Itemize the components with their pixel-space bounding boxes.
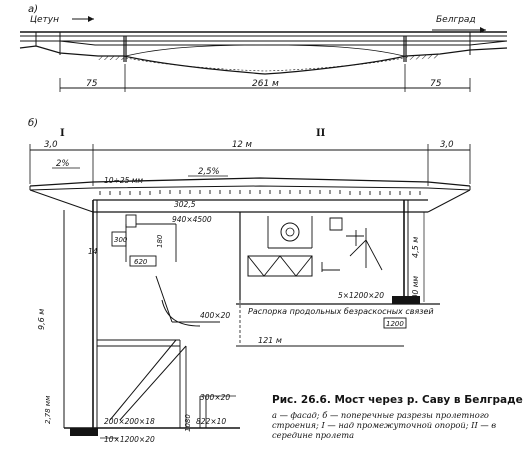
orthotropic-deck: 302,5 bbox=[29, 177, 471, 213]
slope-left-label: 2% bbox=[56, 159, 70, 169]
right-section-details: 4,5 м 100 мм 5×1200×20 Распорка продольн… bbox=[236, 212, 440, 347]
main-girders bbox=[63, 200, 409, 428]
right-city-label: Белград bbox=[436, 15, 476, 25]
dim-1200-label: 1200 bbox=[386, 320, 404, 328]
left-direction-arrowhead bbox=[88, 16, 94, 22]
box-300-label: 300 bbox=[114, 236, 128, 244]
caption-description: а — фасад; б — поперечные разрезы пролет… bbox=[272, 410, 497, 440]
dim-200x200x18-label: 200×200×18 bbox=[104, 417, 155, 426]
caption-title: Рис. 26.6. Мост через р. Саву в Белграде bbox=[272, 394, 523, 406]
deck-plate-note: 10÷25 мм bbox=[104, 176, 143, 185]
dim-1080-label: 1080 bbox=[184, 414, 192, 432]
cross-sections: б) I II 3,0 12 м 3,0 2% 2,5% 10÷25 мм bbox=[28, 117, 471, 444]
span-right-dimension: 75 bbox=[430, 79, 442, 89]
dim-300x20-label: 300×20 bbox=[200, 393, 230, 402]
dim-100mm-label: 100 мм bbox=[411, 276, 420, 304]
dim-45m-label: 4,5 м bbox=[411, 237, 420, 258]
section-one-label: I bbox=[60, 128, 65, 139]
pipe-circle bbox=[280, 222, 300, 242]
left-cantilever-dimension: 3,0 bbox=[44, 140, 58, 150]
bottom-bracing: 400×20 300×20 822×10 1080 200×200×18 10×… bbox=[64, 275, 240, 444]
facade-panel-label: а) bbox=[28, 4, 38, 15]
deck-width-dimension: 3,0 12 м 3,0 bbox=[29, 140, 471, 186]
bearing-block-left bbox=[70, 428, 98, 436]
dim-96m-label: 9,6 м bbox=[37, 309, 46, 330]
bracing-note-text: Распорка продольных безраскосных связей bbox=[248, 307, 434, 316]
dim-14-label: 14 bbox=[88, 247, 98, 256]
right-cantilever-dimension: 3,0 bbox=[440, 140, 454, 150]
deck-width-label: 12 м bbox=[232, 140, 253, 150]
box-620-label: 620 bbox=[134, 258, 148, 266]
plate-5x1200-label: 5×1200×20 bbox=[338, 291, 384, 300]
facade-span-dimensions: 75 261 м 75 bbox=[59, 64, 471, 92]
dim-302-label: 302,5 bbox=[174, 200, 196, 209]
rib-section-label: 940×4500 bbox=[172, 215, 212, 224]
dim-121m-label: 121 м bbox=[258, 336, 282, 345]
facade-view: а) Цетун Белград bbox=[19, 4, 508, 92]
bridge-deck-elevation bbox=[20, 31, 508, 62]
box-180-label: 180 bbox=[156, 234, 164, 248]
span-left-dimension: 75 bbox=[86, 79, 98, 89]
left-city-label: Цетун bbox=[30, 15, 59, 25]
box-300-outline bbox=[125, 214, 137, 228]
dim-10x1200x20-label: 10×1200×20 bbox=[104, 435, 155, 444]
section-two-label: II bbox=[316, 128, 326, 139]
ground-and-river-profile bbox=[19, 44, 508, 75]
span-main-dimension: 261 м bbox=[252, 79, 279, 89]
bracing-note: Распорка продольных безраскосных связей bbox=[248, 307, 434, 316]
dim-400x20-label: 400×20 bbox=[200, 311, 230, 320]
bearing-block-right bbox=[392, 296, 420, 304]
dim-278mm-label: 2,78 мм bbox=[44, 395, 52, 424]
left-section-details: 940×4500 300 180 620 14 9,6 м 2,78 мм bbox=[37, 214, 212, 424]
dim-822x10-label: 822×10 bbox=[196, 417, 226, 426]
sections-panel-label: б) bbox=[28, 117, 38, 129]
figure-caption: Рис. 26.6. Мост через р. Саву в Белграде… bbox=[272, 394, 523, 440]
slope-right-label: 2,5% bbox=[198, 167, 220, 177]
